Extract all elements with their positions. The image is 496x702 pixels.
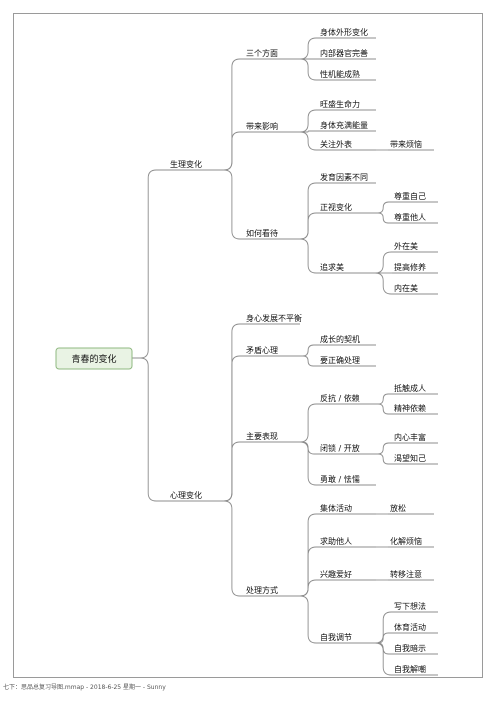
- branch-connector: [300, 403, 318, 443]
- topic-node-label[interactable]: 求助他人: [320, 536, 352, 546]
- branch-connector: [300, 441, 318, 455]
- topic-node-label[interactable]: 自我解嘲: [394, 664, 426, 674]
- root-node-label: 青春的变化: [71, 353, 116, 365]
- branch-connector: [375, 642, 392, 676]
- branch-connector: [376, 403, 392, 415]
- topic-node-label[interactable]: 自我调节: [320, 632, 352, 642]
- topic-node-label[interactable]: 放松: [390, 503, 406, 513]
- topic-node-label[interactable]: 转移注意: [390, 569, 422, 579]
- branch-connector: [300, 58, 318, 81]
- branch-connector: [300, 130, 318, 133]
- topic-node-label[interactable]: 正视变化: [320, 202, 352, 212]
- branch-connector: [300, 344, 318, 357]
- topic-node-label[interactable]: 勇敢 / 怯懦: [320, 474, 360, 484]
- branch-connector: [300, 441, 318, 486]
- page-frame: [13, 13, 483, 678]
- branch-connector: [300, 182, 318, 240]
- connector-layer: [132, 37, 392, 676]
- branch-connector: [132, 169, 168, 359]
- branch-connector: [300, 355, 318, 367]
- topic-node-label[interactable]: 内在美: [394, 283, 418, 293]
- topic-node-label[interactable]: 追求美: [320, 262, 344, 272]
- root-node-box[interactable]: [55, 347, 133, 370]
- topic-node-label[interactable]: 反抗 / 依赖: [320, 393, 360, 403]
- topic-node-label[interactable]: 发育因素不同: [320, 172, 368, 182]
- topic-node-label[interactable]: 如何看待: [246, 228, 278, 238]
- topic-node-label[interactable]: 主要表现: [246, 431, 278, 441]
- topic-node-label[interactable]: 心理变化: [170, 490, 202, 500]
- branch-connector: [222, 58, 244, 171]
- topic-node-label[interactable]: 抵触成人: [394, 383, 426, 393]
- branch-connector: [222, 355, 244, 502]
- topic-node-label[interactable]: 处理方式: [246, 585, 278, 595]
- branch-connector: [376, 442, 392, 455]
- branch-connector: [300, 212, 318, 240]
- topic-node-label[interactable]: 外在美: [394, 241, 418, 251]
- branch-connector: [376, 632, 392, 644]
- topic-node-label[interactable]: 渴望知己: [394, 453, 426, 463]
- branch-connector: [300, 595, 318, 644]
- topic-node-label[interactable]: 身体外形变化: [320, 27, 368, 37]
- branch-connector: [375, 272, 392, 295]
- topic-node-label[interactable]: 身心发展不平衡: [246, 313, 302, 323]
- topic-node-label[interactable]: 体育活动: [394, 622, 426, 632]
- topic-node-label[interactable]: 生理变化: [170, 159, 202, 169]
- topic-node-label[interactable]: 精神依赖: [394, 403, 426, 413]
- footer-caption: 七下：思品总复习导图.mmap - 2018-6-25 星期一 - Sunny: [3, 684, 166, 691]
- topic-node-label[interactable]: 带来烦恼: [390, 139, 422, 149]
- topic-node-label[interactable]: 写下想法: [394, 601, 426, 611]
- topic-node-label[interactable]: 性机能成熟: [320, 69, 360, 79]
- branch-connector: [376, 642, 392, 655]
- topic-node-label[interactable]: 尊重他人: [394, 212, 426, 222]
- branch-connector: [132, 357, 168, 502]
- branch-connector: [300, 131, 318, 151]
- branch-connector: [376, 201, 392, 214]
- branch-connector: [375, 251, 392, 274]
- topic-node-label[interactable]: 要正确处理: [320, 355, 360, 365]
- topic-node-label[interactable]: 旺盛生命力: [320, 99, 360, 109]
- topic-node-label[interactable]: 尊重自己: [394, 191, 426, 201]
- topic-node-label[interactable]: 集体活动: [320, 503, 352, 513]
- branch-connector: [222, 131, 244, 171]
- topic-node-label[interactable]: 自我暗示: [394, 643, 426, 653]
- branch-connector: [300, 238, 318, 274]
- branch-connector: [222, 441, 244, 502]
- branch-connector: [222, 500, 244, 597]
- branch-connector: [300, 546, 318, 597]
- branch-connector: [376, 393, 392, 405]
- topic-node-label[interactable]: 关注外表: [320, 139, 352, 149]
- topic-node-label[interactable]: 闭锁 / 开放: [320, 443, 360, 453]
- topic-node-label[interactable]: 带来影响: [246, 121, 278, 131]
- topic-node-label[interactable]: 三个方面: [246, 48, 278, 58]
- topic-node-label[interactable]: 提高修养: [394, 262, 426, 272]
- branch-connector: [300, 579, 318, 597]
- branch-connector: [222, 169, 244, 240]
- topic-node-label[interactable]: 成长的契机: [320, 334, 360, 344]
- topic-node-label[interactable]: 化解烦恼: [390, 536, 422, 546]
- topic-node-label[interactable]: 兴趣爱好: [320, 569, 352, 579]
- topic-node-label[interactable]: 内部器官完善: [320, 48, 368, 58]
- branch-connector: [300, 109, 318, 133]
- topic-node-label[interactable]: 矛盾心理: [246, 345, 278, 355]
- branch-connector: [222, 323, 244, 502]
- branch-connector: [376, 212, 392, 224]
- branch-connector: [300, 37, 318, 60]
- topic-node-label[interactable]: 内心丰富: [394, 432, 426, 442]
- topic-node-label[interactable]: 身体充满能量: [320, 120, 368, 130]
- branch-connector: [376, 453, 392, 465]
